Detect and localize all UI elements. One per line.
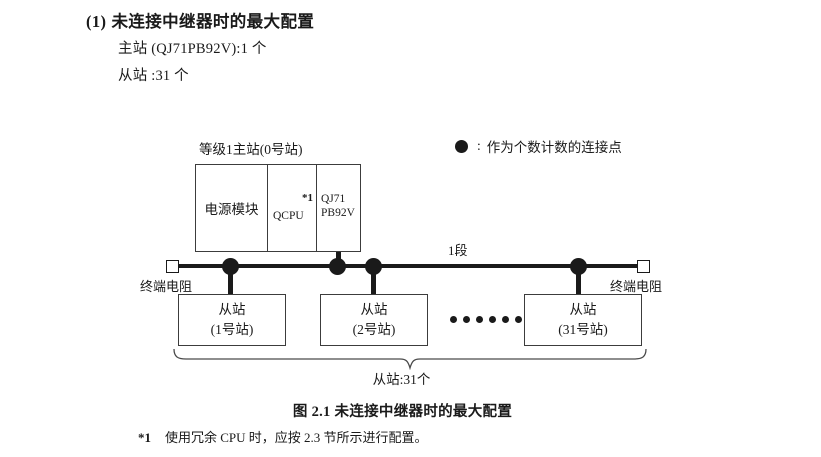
footnote: *1 使用冗余 CPU 时，应按 2.3 节所示进行配置。 [138,427,428,446]
ellipsis-dots-icon [450,316,522,323]
slave-count-text: 从站:31个 [372,372,431,387]
slave31-drop-line [576,266,581,296]
slave-station-1-name: 从站 [218,302,246,318]
master-station-rack: 电源模块 QCPU *1 QJ71 PB92V [195,164,362,252]
cpu-module: QCPU *1 [267,164,317,252]
slave-station-box-31: 从站 (31号站) [524,294,642,346]
legend-colon: : [477,138,481,153]
power-supply-module-label: 电源模块 [204,202,259,217]
legend: : 作为个数计数的连接点 [455,136,622,156]
master-station-label: 等级1主站(0号站) [199,142,303,157]
cpu-module-label: QCPU [273,210,304,222]
slave2-drop-line [371,266,376,296]
section-heading: (1)未连接中继器时的最大配置 [86,8,314,32]
network-bus-line [178,264,640,268]
network-module-label-line2: PB92V [321,207,355,220]
brace-icon [173,348,647,371]
slave-station-2-number: (2号站) [352,322,396,337]
slave-station-31-number: (31号站) [558,322,608,337]
ellipsis-dot [450,316,457,323]
slave-station-2-name: 从站 [360,302,388,318]
power-supply-module: 电源模块 [195,164,268,252]
figure-caption: 图 2.1 未连接中继器时的最大配置 [0,400,821,421]
footnote-text: 使用冗余 CPU 时，应按 2.3 节所示进行配置。 [165,430,428,445]
ellipsis-dot [502,316,509,323]
ellipsis-dot [515,316,522,323]
network-module: QJ71 PB92V [316,164,361,252]
network-module-label: QJ71 PB92V [321,192,355,220]
slave-station-1-number: (1号站) [210,322,254,337]
legend-label: 作为个数计数的连接点 [486,140,622,155]
ellipsis-dot [476,316,483,323]
spec-line-slave: 从站 :31 个 [118,68,189,84]
filled-circle-icon [455,139,468,153]
cpu-footnote-mark: *1 [302,192,313,204]
section-number: (1) [86,12,107,31]
slave-station-31-name: 从站 [569,302,597,318]
spec-line-master: 主站 (QJ71PB92V):1 个 [118,41,267,57]
footnote-mark: *1 [138,430,151,445]
ellipsis-dot [489,316,496,323]
slave-count-brace [172,348,648,371]
slave-station-box-1: 从站 (1号站) [178,294,286,346]
slave-count-label: 从站:31个 [0,368,821,388]
terminator-right-icon [637,260,650,273]
terminator-right-label: 终端电阻 [610,279,663,294]
section-title: 未连接中继器时的最大配置 [111,12,315,31]
slave-station-box-2: 从站 (2号站) [320,294,428,346]
segment-label: 1段 [448,243,468,258]
figure-caption-text: 图 2.1 未连接中继器时的最大配置 [292,404,513,420]
network-module-label-line1: QJ71 [321,193,346,205]
ellipsis-dot [463,316,470,323]
slave1-drop-line [228,266,233,296]
terminator-left-icon [166,260,179,273]
terminator-left-label: 终端电阻 [140,279,193,294]
connection-node-master [329,258,346,275]
